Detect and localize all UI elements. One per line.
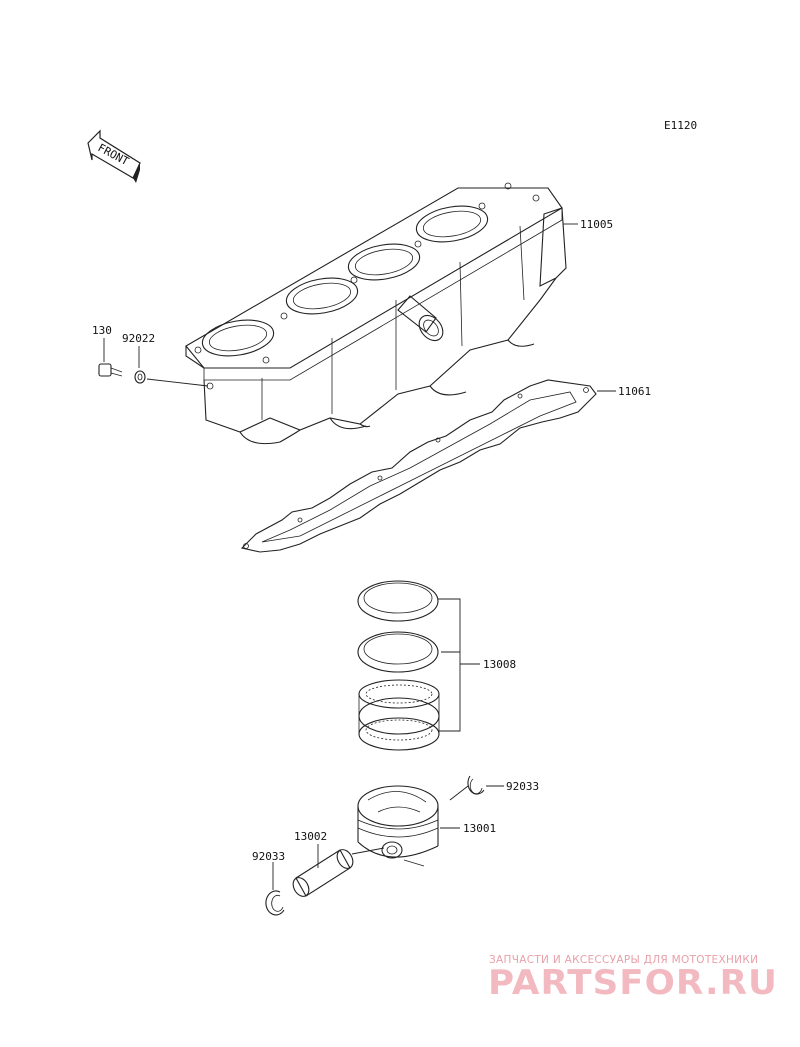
label-130: 130 xyxy=(92,324,112,337)
label-92033-right: 92033 xyxy=(506,780,539,793)
label-13002: 13002 xyxy=(294,830,327,843)
oil-ring-set xyxy=(358,679,440,751)
circlip-right xyxy=(467,775,485,795)
piston-ring-second xyxy=(357,631,439,673)
cylinder-block xyxy=(185,182,567,445)
circlip-left xyxy=(265,890,285,916)
bolt-part xyxy=(98,363,123,377)
watermark-tagline: ЗАПЧАСТИ И АКСЕССУАРЫ ДЛЯ МОТОТЕХНИКИ xyxy=(489,954,758,966)
piston xyxy=(357,785,439,867)
gasket xyxy=(240,379,597,553)
label-11061: 11061 xyxy=(618,385,651,398)
washer-part xyxy=(134,370,146,384)
front-arrow-icon: FRONT xyxy=(87,129,141,183)
label-11005: 11005 xyxy=(580,218,613,231)
label-13008: 13008 xyxy=(483,658,516,671)
piston-ring-top xyxy=(357,580,439,622)
label-92022: 92022 xyxy=(122,332,155,345)
piston-pin xyxy=(292,849,354,897)
diagram-code: E1120 xyxy=(664,119,697,132)
watermark-brand: PARTSFOR.RU xyxy=(488,963,778,1003)
label-13001: 13001 xyxy=(463,822,496,835)
label-92033-left: 92033 xyxy=(252,850,285,863)
